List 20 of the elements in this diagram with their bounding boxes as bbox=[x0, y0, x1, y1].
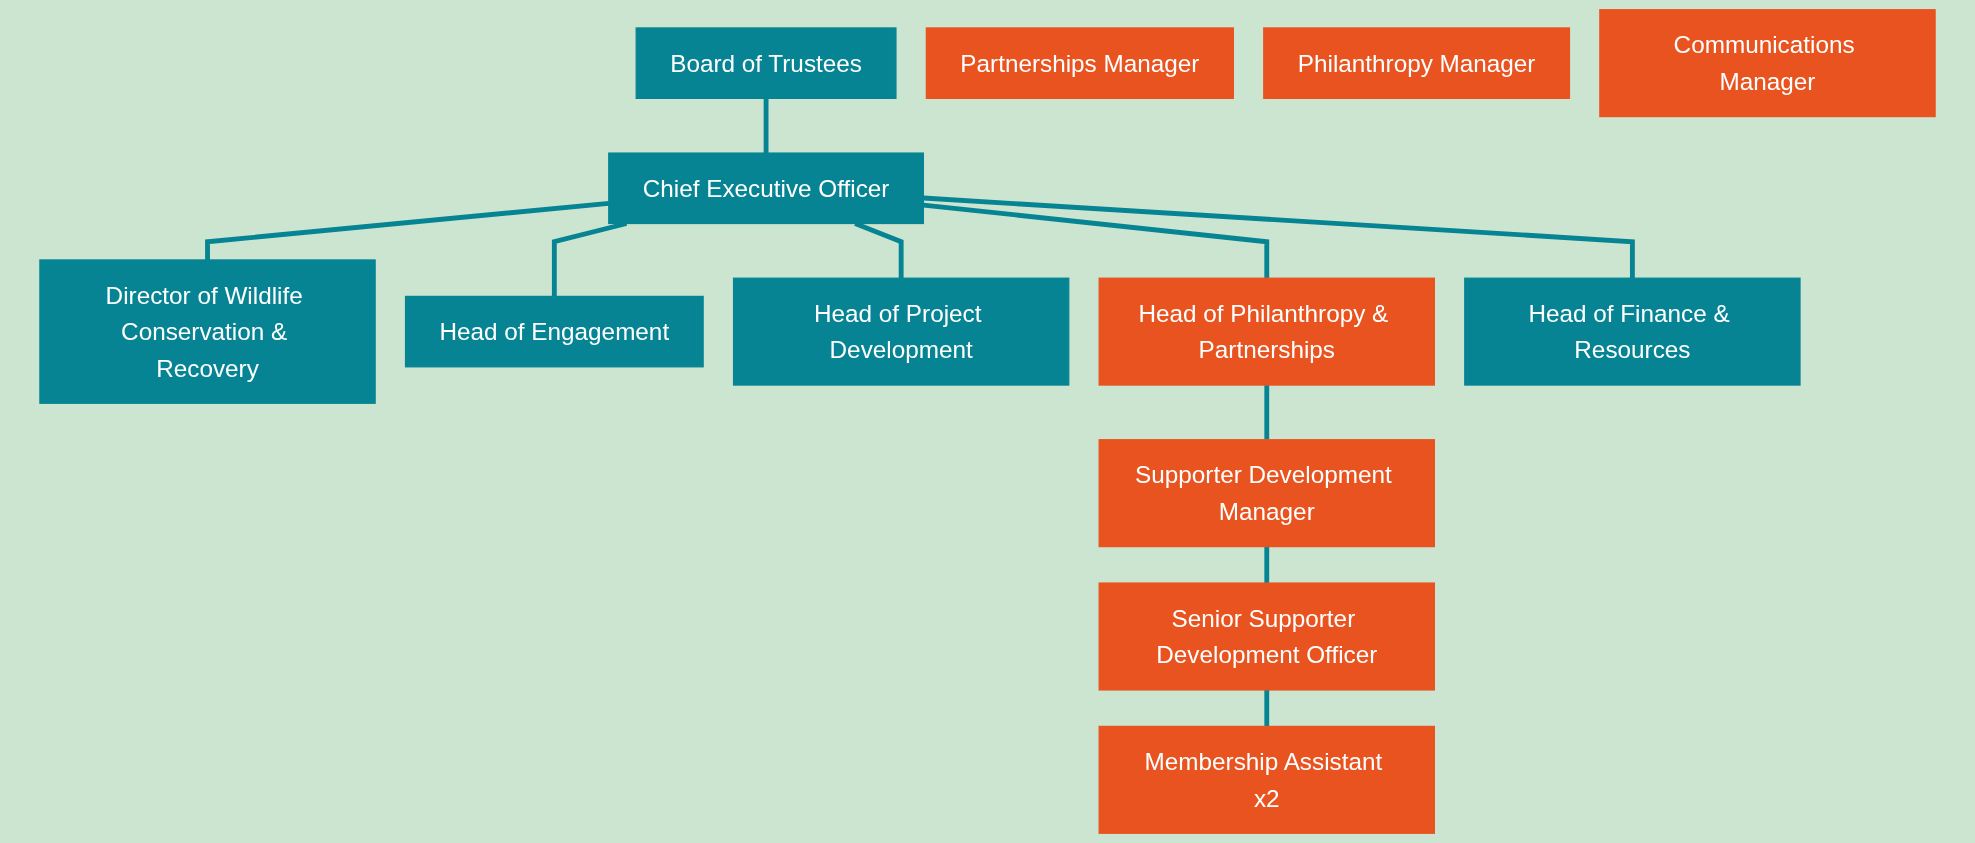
connector bbox=[1264, 689, 1270, 727]
connector bbox=[763, 98, 769, 154]
connector bbox=[1264, 385, 1270, 440]
connector bbox=[923, 202, 1270, 279]
node-box: Partnerships Manager bbox=[925, 27, 1234, 99]
node-box: Communications Manager bbox=[1599, 9, 1936, 118]
node-box: Supporter Development Manager bbox=[1098, 439, 1435, 548]
node-box: Board of Trustees bbox=[635, 27, 897, 99]
connector bbox=[923, 195, 1635, 279]
node-box: Head of Finance & Resources bbox=[1464, 277, 1801, 386]
node-box: Senior Supporter Development Officer bbox=[1098, 582, 1435, 691]
node-box: Head of Philanthropy & Partnerships bbox=[1098, 277, 1435, 386]
connector bbox=[205, 200, 609, 260]
node-box: Membership Assistant x2 bbox=[1098, 725, 1435, 834]
node-box: Philanthropy Manager bbox=[1263, 27, 1571, 99]
connector bbox=[1264, 546, 1270, 584]
node-box: Head of Engagement bbox=[404, 295, 704, 368]
node-box: Director of Wildlife Conservation & Recovery bbox=[39, 259, 376, 404]
node-box: Chief Executive Officer bbox=[608, 152, 924, 225]
node-box: Head of Project Development bbox=[732, 277, 1070, 386]
